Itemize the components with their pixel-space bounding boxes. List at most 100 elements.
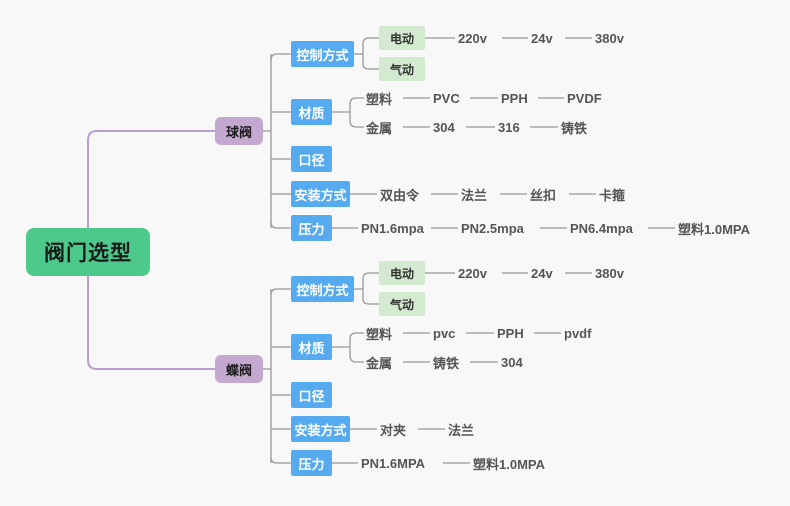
leaf-thread-1[interactable]: 丝扣 [530,183,570,205]
topic-node-control-mode-2[interactable]: 控制方式 [291,276,354,302]
leaf-pn25-1[interactable]: PN2.5mpa [461,217,533,239]
topic-label-install-1: 安装方式 [294,187,347,203]
topic-label-control-mode-2: 控制方式 [296,282,349,298]
leaf-label-flange-1: 法兰 [461,187,488,203]
topic-label-pressure-1: 压力 [298,221,325,237]
subtopic-node-pneumatic-2[interactable]: 气动 [379,292,425,316]
topic-node-install-1[interactable]: 安装方式 [291,181,350,207]
leaf-316-1[interactable]: 316 [498,116,532,138]
leaf-label-flange-2: 法兰 [448,422,475,438]
leaf-cast-iron-2[interactable]: 铸铁 [433,351,473,373]
leaf-label-pn16-2: PN1.6MPA [361,455,426,471]
branch-node-ball-valve[interactable]: 球阀 [215,117,263,145]
leaf-union-1[interactable]: 双由令 [380,183,432,205]
leaf-pn16-2[interactable]: PN1.6MPA [361,452,437,474]
leaf-220v-2[interactable]: 220v [458,262,502,284]
topic-node-pressure-2[interactable]: 压力 [291,450,332,476]
leaf-label-pph-1: PPH [501,90,528,106]
leaf-label-pn25-1: PN2.5mpa [461,220,524,236]
leaf-label-304-2: 304 [501,354,523,370]
leaf-220v-1[interactable]: 220v [458,27,502,49]
leaf-label-thread-1: 丝扣 [530,187,557,203]
leaf-pn16-1[interactable]: PN1.6mpa [361,217,433,239]
leaf-clamp-1[interactable]: 卡箍 [599,183,639,205]
subtopic-plastic-2[interactable]: 塑料 [366,322,402,344]
topic-label-pressure-2: 压力 [298,456,325,472]
leaf-label-380v-1: 380v [595,30,624,46]
topic-label-caliber-2: 口径 [298,388,325,404]
leaf-label-plastic-mpa-1: 塑料1.0MPA [678,221,750,237]
subtopic-label-pneumatic-2: 气动 [389,297,414,312]
subtopic-label-electric-2: 电动 [389,266,414,281]
branch-node-butterfly-valve[interactable]: 蝶阀 [215,355,263,383]
branch-label-ball-valve: 球阀 [225,124,252,140]
leaf-pvdf-1[interactable]: PVDF [567,87,611,109]
leaf-wafer-2[interactable]: 对夹 [380,418,420,440]
leaf-label-304-1: 304 [433,119,455,135]
subtopic-label-electric-1: 电动 [389,31,414,46]
root-node[interactable]: 阀门选型 [26,228,150,276]
leaf-label-pvc-1: PVC [433,90,460,106]
leaf-flange-1[interactable]: 法兰 [461,183,501,205]
leaf-label-316-1: 316 [498,119,520,135]
leaf-label-220v-1: 220v [458,30,487,46]
leaf-label-pn64-1: PN6.4mpa [570,220,633,236]
leaf-label-pvc-2: pvc [433,325,456,341]
leaf-label-cast-iron-1: 铸铁 [561,120,588,136]
leaf-304-1[interactable]: 304 [433,116,467,138]
subtopic-metal-1[interactable]: 金属 [366,116,402,138]
subtopic-node-electric-2[interactable]: 电动 [379,261,425,285]
topic-label-control-mode-1: 控制方式 [296,47,349,63]
topic-node-pressure-1[interactable]: 压力 [291,215,332,241]
leaf-pph-2[interactable]: PPH [497,322,535,344]
root-node-label: 阀门选型 [44,242,132,265]
leaf-pvdf-2[interactable]: pvdf [564,322,608,344]
leaf-label-wafer-2: 对夹 [380,422,407,438]
subtopic-plastic-1[interactable]: 塑料 [366,87,402,109]
leaf-label-union-1: 双由令 [380,187,420,203]
leaf-pn64-1[interactable]: PN6.4mpa [570,217,642,239]
leaf-label-380v-2: 380v [595,265,624,281]
leaf-pvc-1[interactable]: PVC [433,87,471,109]
leaf-label-pvdf-1: PVDF [567,90,602,106]
subtopic-label-metal-1: 金属 [366,120,393,136]
branch-label-butterfly-valve: 蝶阀 [225,362,252,378]
leaf-pvc-2[interactable]: pvc [433,322,471,344]
subtopic-node-pneumatic-1[interactable]: 气动 [379,57,425,81]
leaf-304-2[interactable]: 304 [501,351,535,373]
topic-node-material-2[interactable]: 材质 [291,334,332,360]
topic-label-material-1: 材质 [298,105,325,121]
topic-node-install-2[interactable]: 安装方式 [291,416,350,442]
leaf-flange-2[interactable]: 法兰 [448,418,488,440]
subtopic-label-metal-2: 金属 [366,355,393,371]
leaf-plastic-mpa-2[interactable]: 塑料1.0MPA [473,452,565,474]
topic-label-install-2: 安装方式 [294,422,347,438]
leaf-380v-1[interactable]: 380v [595,27,639,49]
topic-node-control-mode-1[interactable]: 控制方式 [291,41,354,67]
topic-label-material-2: 材质 [298,340,325,356]
leaf-label-plastic-mpa-2: 塑料1.0MPA [473,456,545,472]
leaf-label-24v-1: 24v [531,30,553,46]
leaf-380v-2[interactable]: 380v [595,262,639,284]
leaf-pph-1[interactable]: PPH [501,87,539,109]
topic-node-material-1[interactable]: 材质 [291,99,332,125]
leaf-label-pph-2: PPH [497,325,524,341]
leaf-24v-1[interactable]: 24v [531,27,565,49]
leaf-label-pn16-1: PN1.6mpa [361,220,424,236]
subtopic-label-pneumatic-1: 气动 [389,62,414,77]
leaf-cast-iron-1[interactable]: 铸铁 [561,116,601,138]
leaf-label-cast-iron-2: 铸铁 [433,355,460,371]
leaf-24v-2[interactable]: 24v [531,262,565,284]
leaf-plastic-mpa-1[interactable]: 塑料1.0MPA [678,217,770,239]
subtopic-node-electric-1[interactable]: 电动 [379,26,425,50]
leaf-label-220v-2: 220v [458,265,487,281]
topic-node-caliber-1[interactable]: 口径 [291,146,332,172]
leaf-label-24v-2: 24v [531,265,553,281]
topic-node-caliber-2[interactable]: 口径 [291,382,332,408]
subtopic-label-plastic-2: 塑料 [366,326,393,342]
topic-label-caliber-1: 口径 [298,152,325,168]
subtopic-label-plastic-1: 塑料 [366,91,393,107]
subtopic-metal-2[interactable]: 金属 [366,351,402,373]
leaf-label-pvdf-2: pvdf [564,325,592,341]
